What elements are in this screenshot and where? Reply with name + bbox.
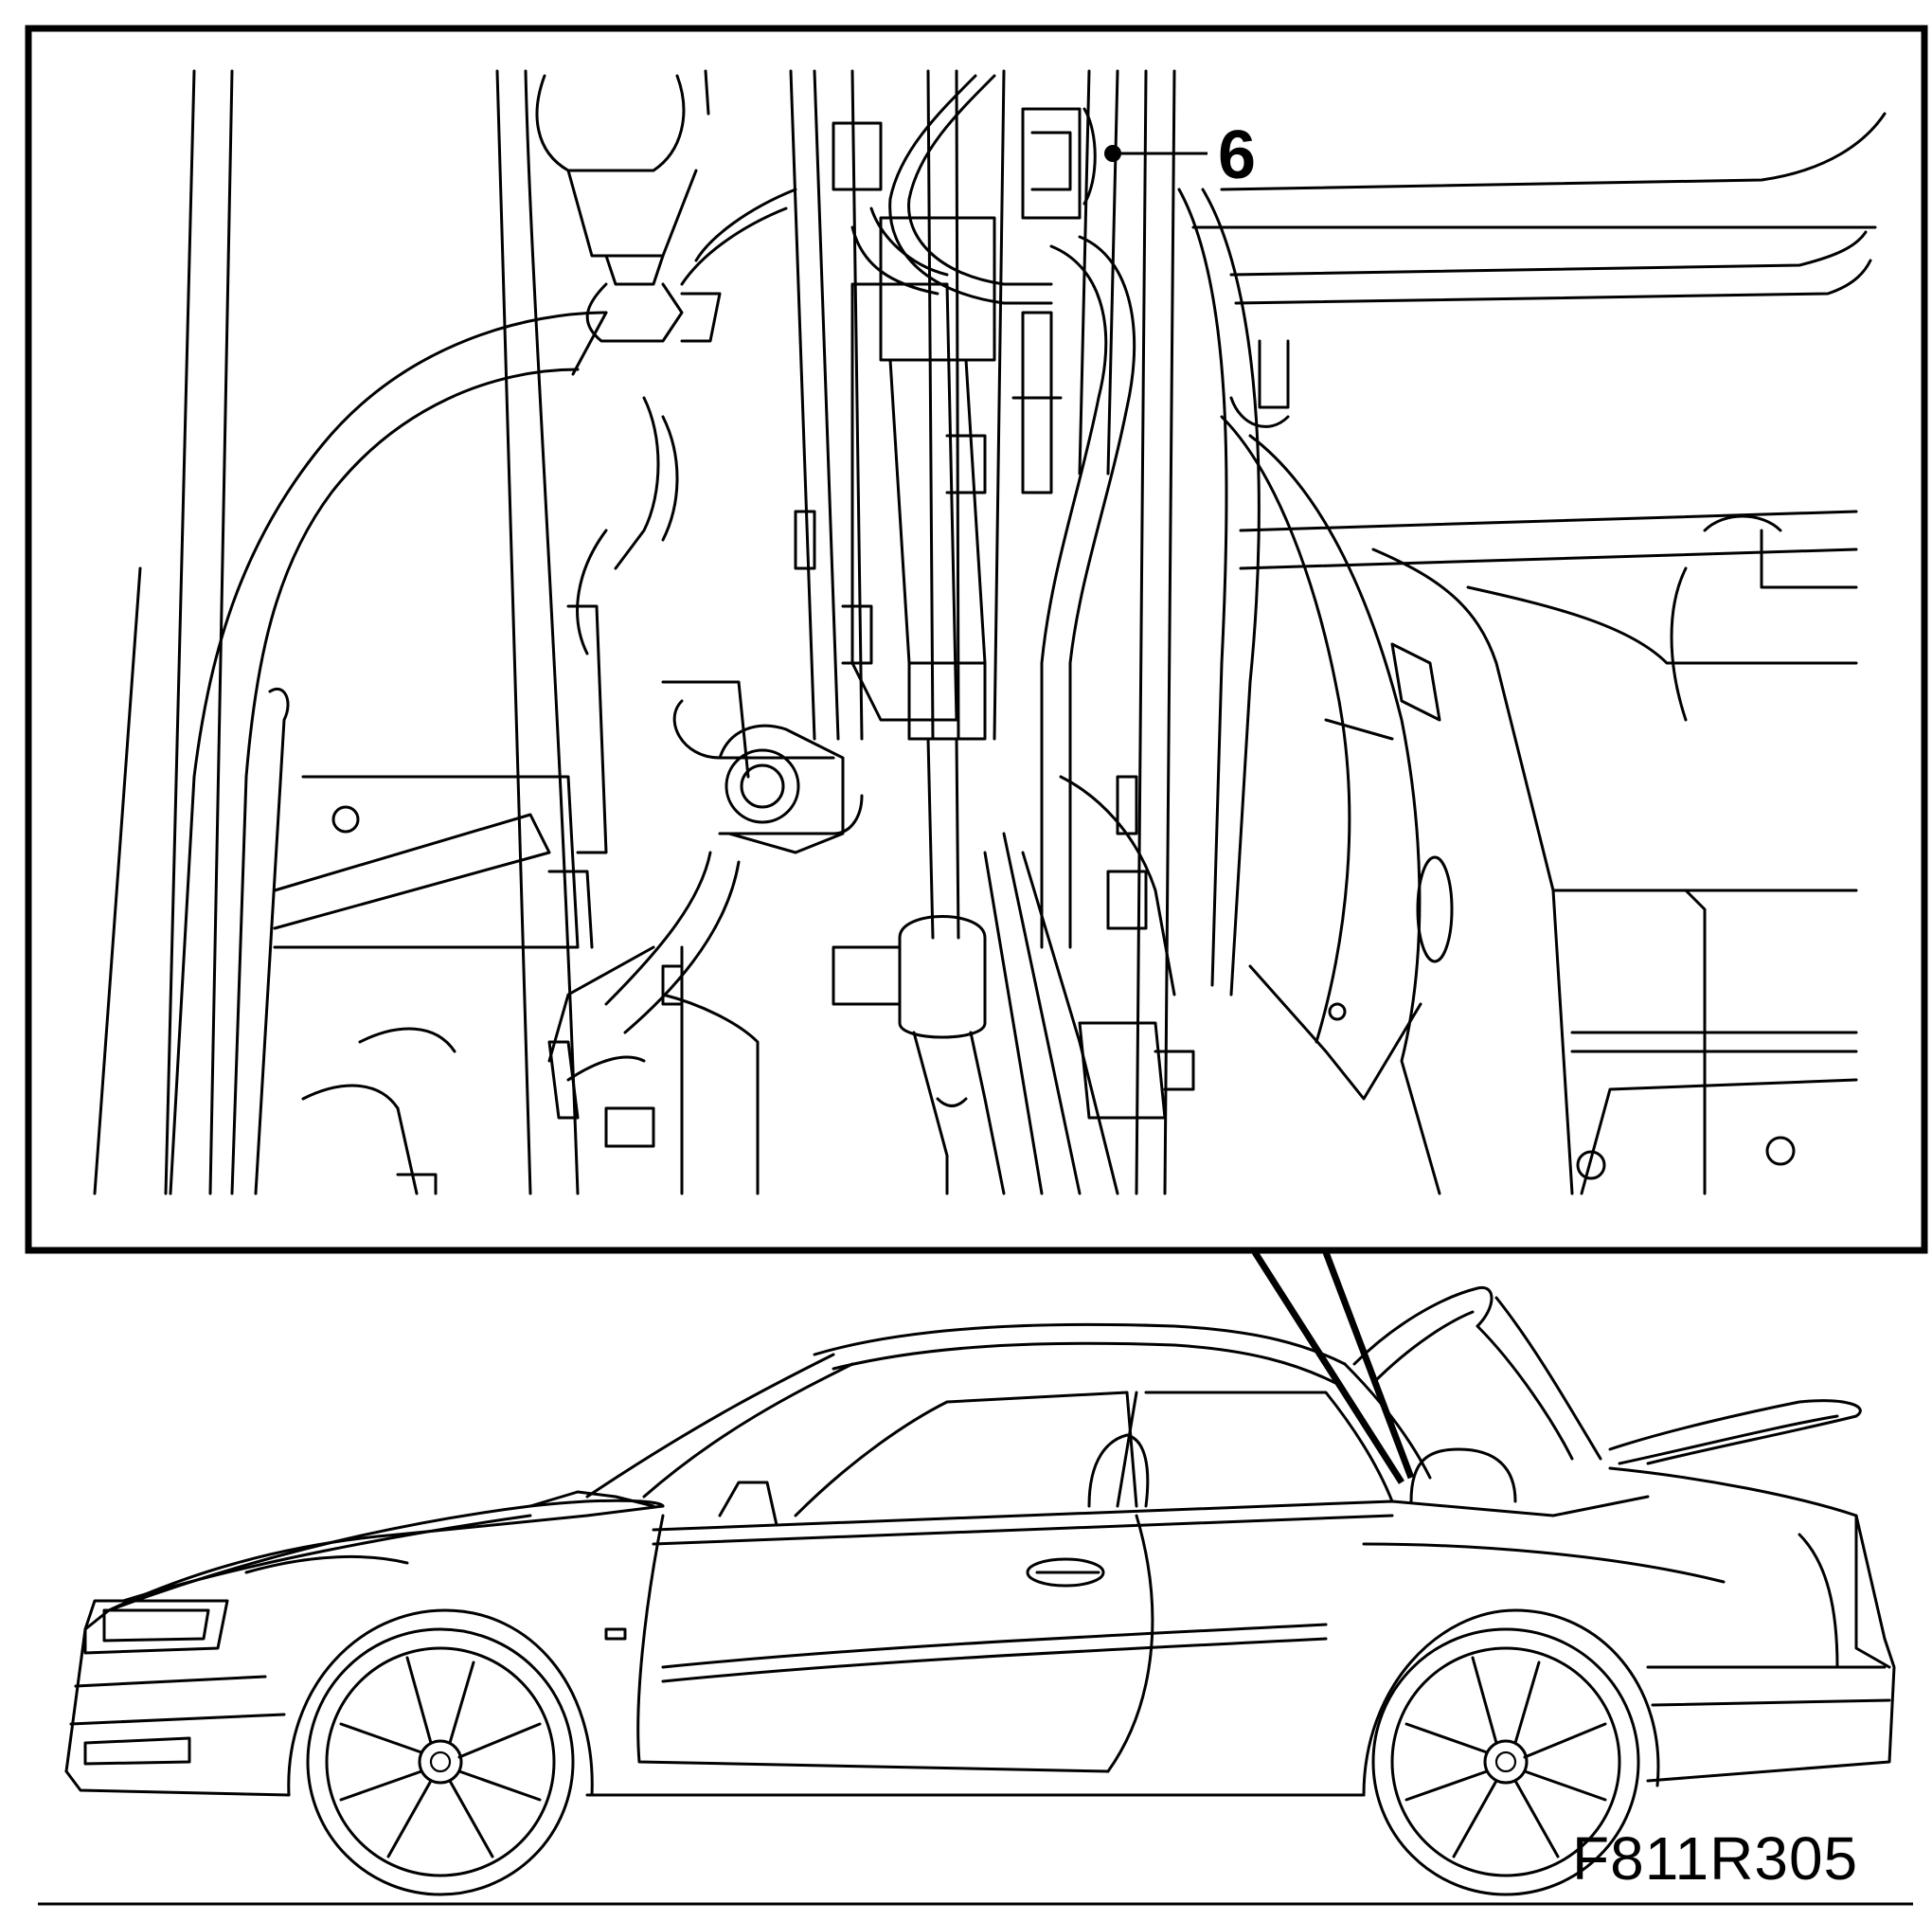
callout-connector-part (1021, 107, 1082, 220)
inset-detail-linework (93, 69, 1887, 1195)
inset-frame (25, 25, 1928, 1254)
figure-code: F811R305 (1572, 1824, 1859, 1893)
car-side-view (38, 1285, 1913, 1906)
inset-pointer (1252, 1250, 1415, 1484)
callout-6 (1104, 145, 1208, 162)
detail-inset (25, 25, 1928, 1254)
callout-6-label: 6 (1218, 117, 1257, 193)
